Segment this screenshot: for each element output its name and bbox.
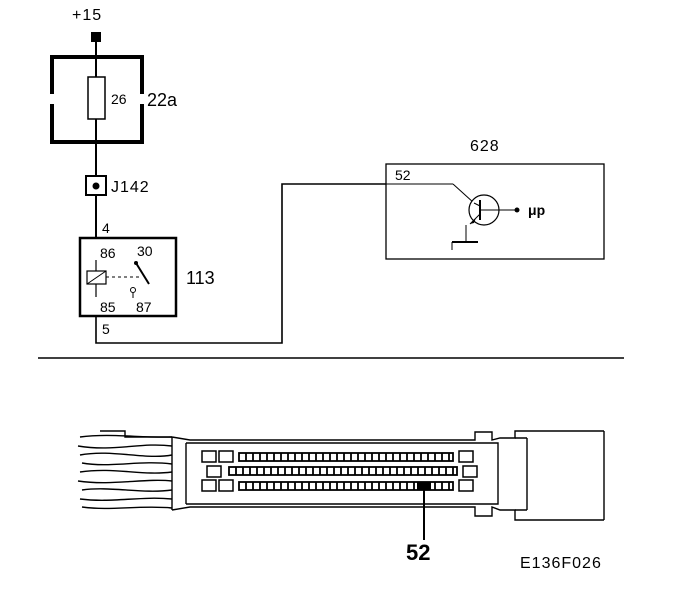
transistor-collector — [473, 202, 481, 207]
relay-coil-diagonal — [86, 270, 107, 285]
wire-relay-to-control-unit — [95, 183, 386, 344]
pin-dividers — [235, 453, 454, 490]
transistor-emitter-arrow — [470, 218, 476, 224]
pin-row-middle — [228, 466, 458, 476]
fuse-box-label: 22a — [147, 90, 178, 110]
connector-j142-pin — [92, 182, 100, 190]
pin-block-right — [458, 450, 478, 492]
relay-switch-arm — [135, 262, 150, 285]
cable-harness — [77, 434, 173, 510]
supply-terminal — [91, 32, 101, 42]
relay-id-label: 113 — [186, 268, 215, 288]
relay-pin-87-label: 87 — [136, 299, 152, 315]
internal-wire-to-transistor — [452, 183, 475, 204]
relay-pin-bottom-label: 5 — [102, 321, 110, 337]
relay-pin-85-label: 85 — [100, 299, 116, 315]
connector-pin-callout-label: 52 — [406, 540, 430, 565]
fuse-box-gap-right — [138, 94, 146, 104]
pin-block-left — [201, 450, 234, 492]
pin-row-top — [238, 452, 454, 462]
supply-label: +15 — [72, 7, 102, 24]
relay-pin-86-label: 86 — [100, 245, 116, 261]
pin-row-bottom — [238, 481, 454, 491]
control-unit-label: 628 — [470, 138, 500, 155]
microprocessor-node — [514, 207, 520, 213]
relay-contact-87 — [130, 287, 136, 293]
microprocessor-label: μp — [528, 202, 545, 218]
connector-housing — [100, 430, 605, 521]
connector-label: J142 — [111, 179, 150, 196]
relay-pin-top-label: 4 — [102, 220, 110, 236]
relay-pin-30-label: 30 — [137, 243, 153, 259]
connector-pin-52 — [417, 482, 431, 490]
control-unit-pin-label: 52 — [395, 167, 411, 183]
figure-code-label: E136F026 — [520, 555, 602, 572]
fuse-box-gap-left — [48, 94, 56, 104]
fuse-number-label: 26 — [111, 91, 127, 107]
fuse-symbol — [87, 76, 106, 120]
